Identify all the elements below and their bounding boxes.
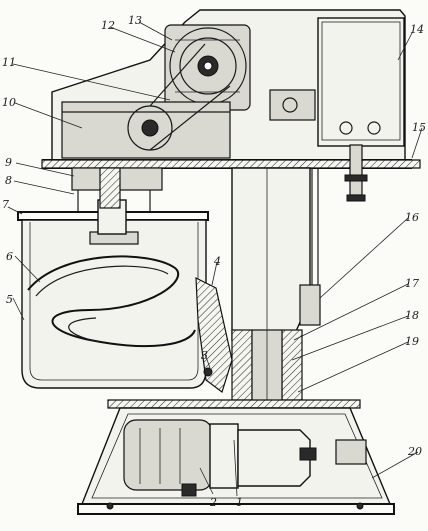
callout-16: 16: [405, 211, 419, 224]
callout-12: 12: [101, 19, 115, 32]
callout-15: 15: [412, 121, 426, 134]
callout-13: 13: [128, 14, 142, 27]
bowl-bracket: [195, 277, 233, 393]
callout-5: 5: [6, 293, 13, 306]
callout-9: 9: [5, 156, 12, 169]
callout-17: 17: [405, 277, 419, 290]
callout-3: 3: [201, 349, 208, 362]
callout-6: 6: [6, 250, 13, 263]
callout-14: 14: [410, 23, 424, 36]
callout-8: 8: [5, 174, 12, 187]
lower-motor: [123, 419, 317, 497]
central-column: [231, 167, 321, 411]
spindle: [71, 167, 163, 212]
callout-7: 7: [2, 198, 9, 211]
control-box: [269, 17, 405, 147]
callout-4: 4: [213, 255, 221, 268]
upper-motor: [164, 24, 251, 111]
callout-1: 1: [236, 496, 243, 509]
right-fitting: [344, 144, 368, 202]
callout-2: 2: [209, 496, 217, 509]
bowl: [17, 199, 209, 389]
gearbox: [61, 43, 231, 159]
leader-lines: [7, 21, 423, 497]
callout-19: 19: [405, 335, 419, 348]
callout-20: 20: [407, 445, 422, 458]
callout-10: 10: [2, 96, 16, 109]
callout-18: 18: [405, 309, 419, 322]
callout-11: 11: [2, 56, 16, 69]
callout-labels: 1 2 3 4 5 6 7 8 9 10 11 12 13 14 15 16 1…: [2, 14, 426, 509]
